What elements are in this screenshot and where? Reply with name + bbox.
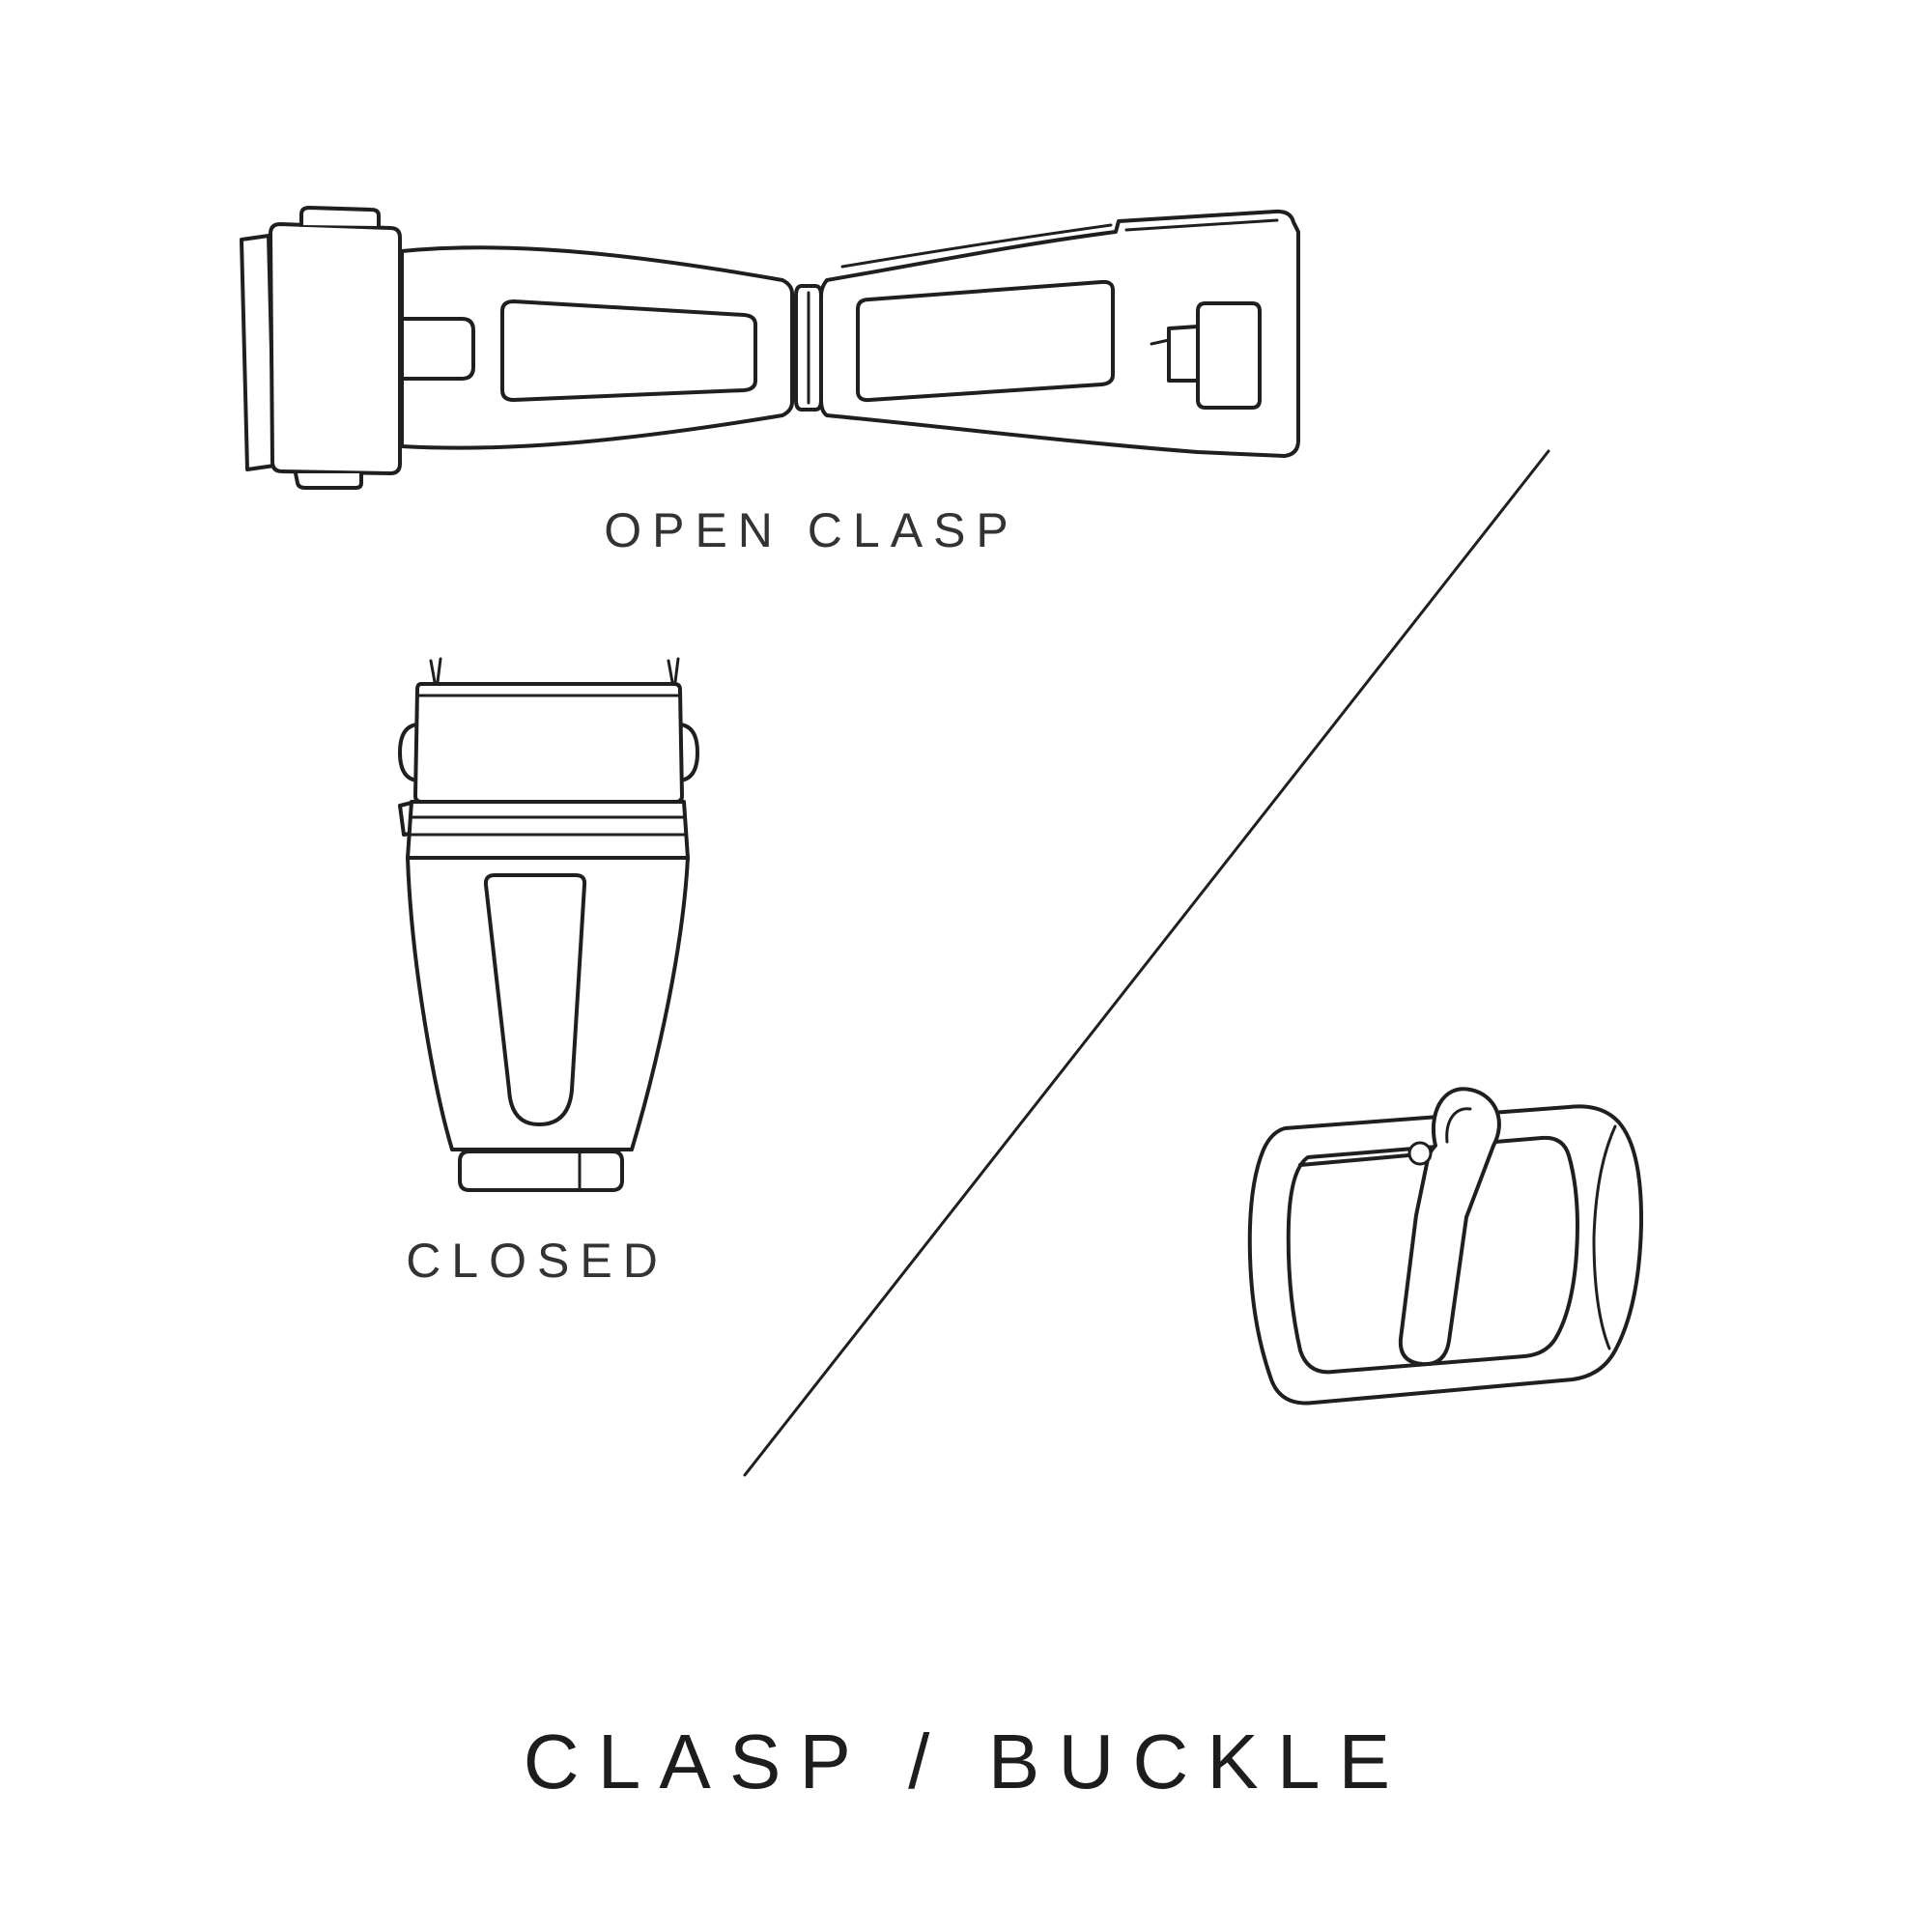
- closed-clasp-label: CLOSED: [406, 1234, 668, 1288]
- figure-title: CLASP / BUCKLE: [523, 1719, 1409, 1804]
- closed-clasp-illustration: [398, 657, 699, 1192]
- diagonal-divider: [743, 449, 1550, 1477]
- tang-buckle-illustration: [1247, 1087, 1644, 1406]
- open-clasp-label: OPEN CLASP: [604, 503, 1019, 557]
- open-clasp-illustration: [240, 206, 1300, 490]
